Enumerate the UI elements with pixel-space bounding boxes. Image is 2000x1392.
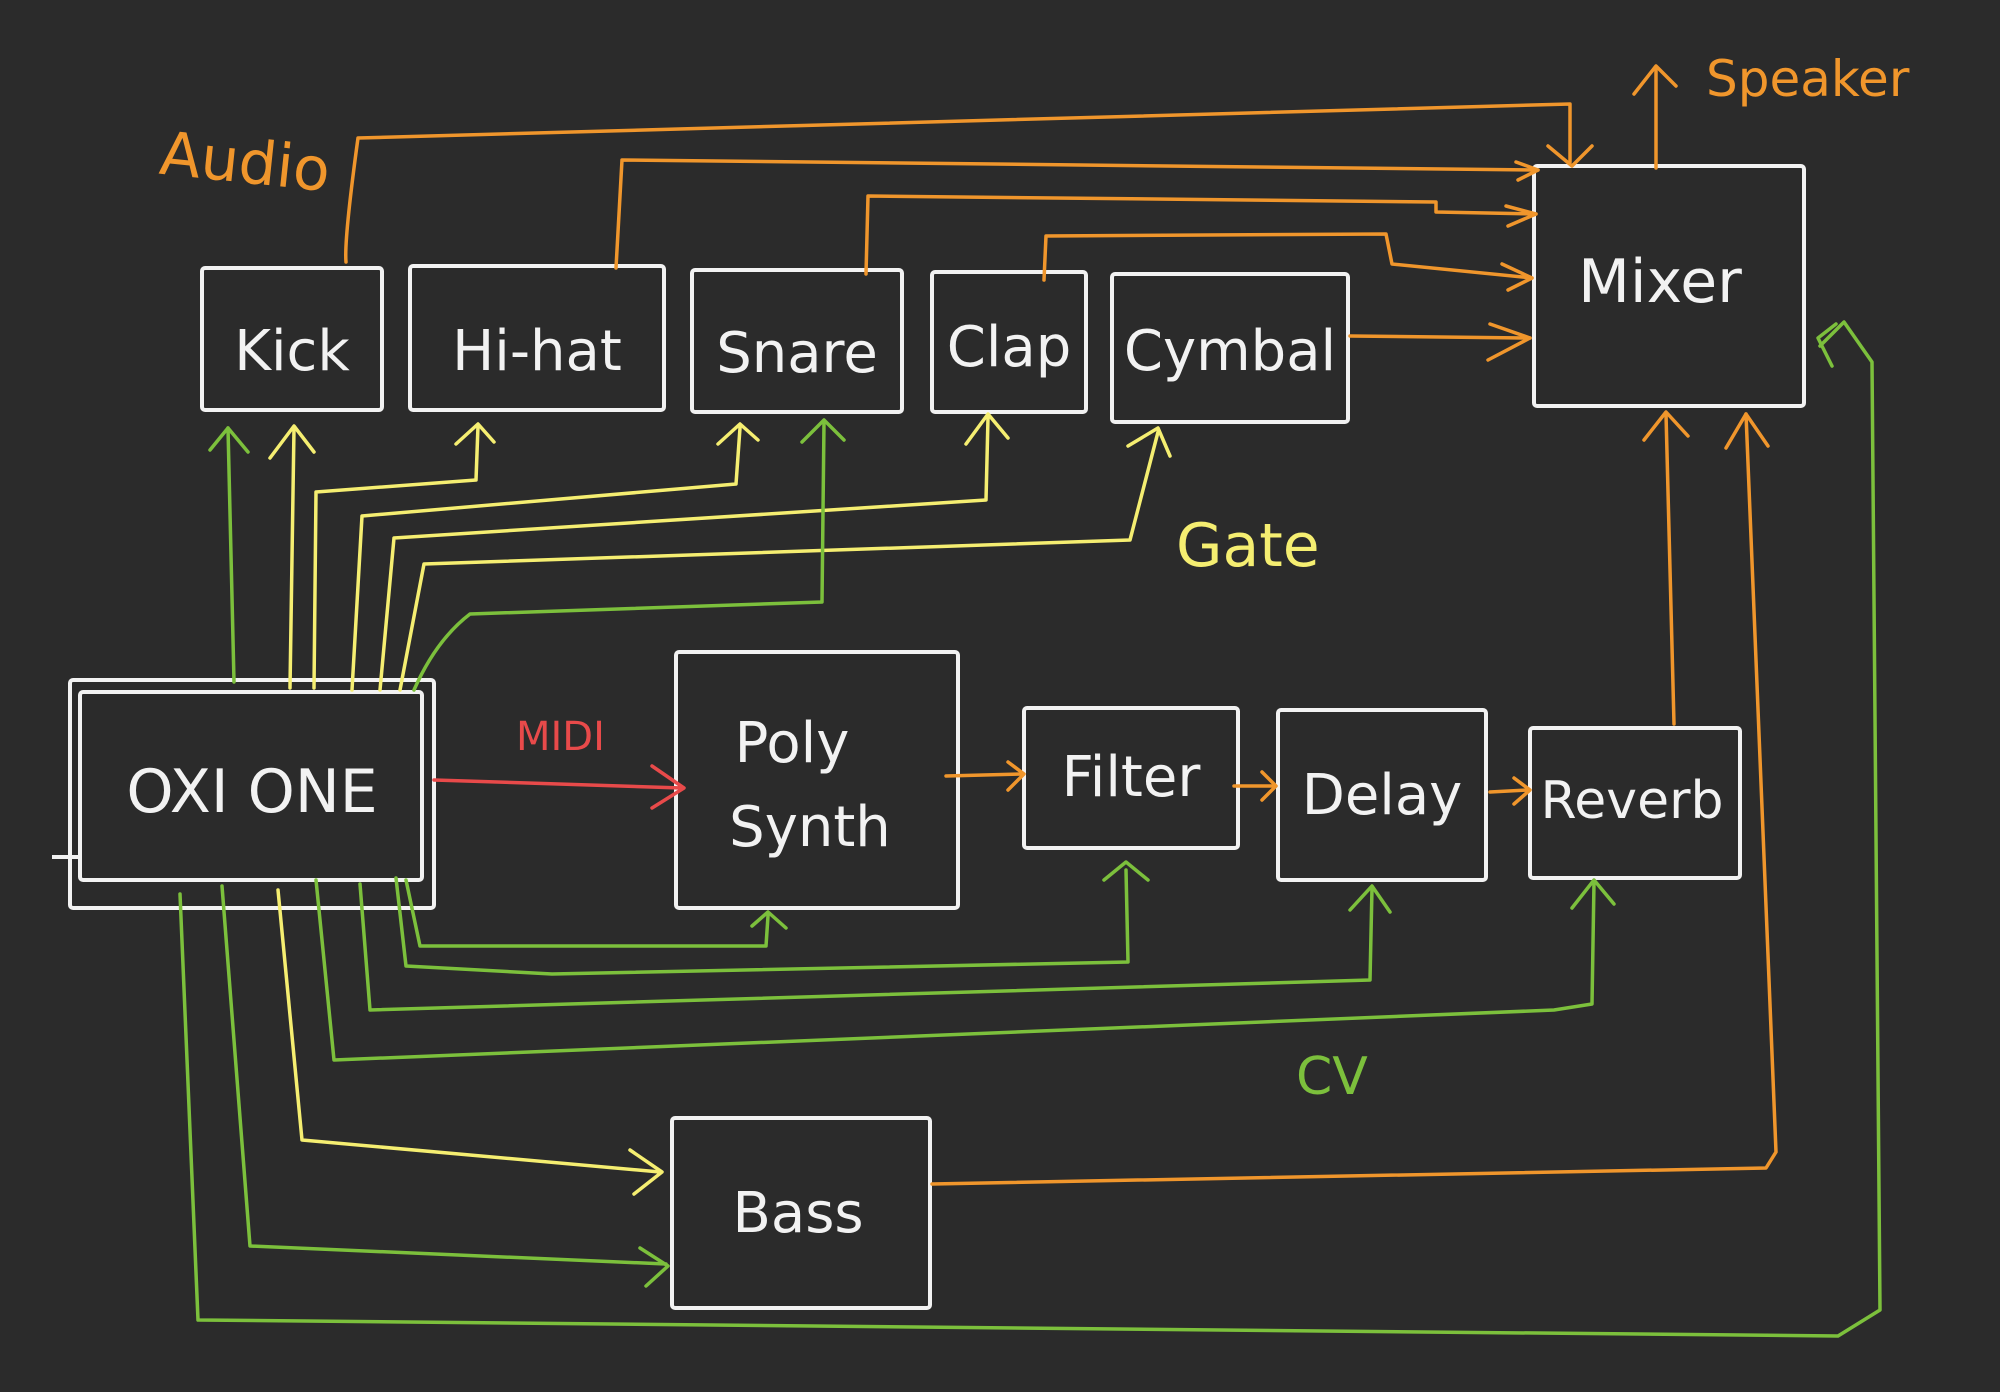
- audio-clap-to-mixer: [1042, 232, 1534, 282]
- audio-reverb-to-mixer: [1664, 412, 1676, 726]
- gate-to-kick: [288, 426, 296, 690]
- module-clap: Clap: [930, 270, 1088, 414]
- audio-kick-to-mixer: [344, 102, 1572, 264]
- audio-cymbal-to-mixer: [1348, 334, 1532, 340]
- audio-arrowhead: [1642, 410, 1690, 442]
- cv-connections: [178, 320, 1882, 1338]
- gate-to-bass: [276, 888, 662, 1174]
- module-mixer: Mixer: [1532, 164, 1806, 408]
- gate-arrowhead: [628, 1148, 664, 1196]
- audio-delay-to-reverb: [1488, 788, 1530, 794]
- kick-label: Kick: [234, 319, 350, 384]
- audio-arrowhead: [1512, 776, 1532, 806]
- gate-to-cymbal: [398, 430, 1160, 692]
- module-snare: Snare: [690, 268, 904, 414]
- gate-to-snare: [350, 426, 742, 692]
- snare-label: Snare: [716, 321, 878, 386]
- poly-label-line2: Synth: [729, 795, 891, 860]
- audio-arrowhead: [1260, 770, 1278, 802]
- cv-to-filter: [394, 868, 1130, 976]
- midi-arrowhead: [650, 764, 686, 810]
- cv-legend-label: CV: [1296, 1047, 1368, 1107]
- audio-arrowhead: [1724, 412, 1770, 450]
- module-oxi-one: OXI ONE: [52, 678, 436, 910]
- audio-legend-label: Audio: [157, 119, 334, 206]
- cv-to-delay: [358, 882, 1374, 1012]
- audio-arrowhead: [1504, 204, 1538, 228]
- cv-arrowhead: [750, 910, 788, 930]
- cv-arrowhead: [208, 426, 250, 454]
- gate-arrowhead: [268, 424, 316, 460]
- midi-connection: [432, 764, 686, 810]
- gate-arrowhead: [716, 422, 760, 446]
- cv-arrowhead: [1570, 878, 1616, 910]
- gate-legend-label: Gate: [1176, 511, 1320, 581]
- speaker-label: Speaker: [1706, 50, 1910, 108]
- audio-connections: [344, 64, 1778, 1186]
- mixer-label: Mixer: [1578, 247, 1742, 317]
- module-poly-synth: Poly Synth: [674, 650, 960, 910]
- reverb-label: Reverb: [1541, 771, 1724, 831]
- audio-arrowhead: [1486, 322, 1532, 362]
- gate-arrowhead: [964, 412, 1010, 446]
- module-filter: Filter: [1022, 706, 1240, 850]
- audio-bass-to-mixer: [930, 412, 1778, 1186]
- gate-arrowhead: [454, 422, 496, 446]
- gate-to-hihat: [312, 424, 480, 690]
- audio-arrowhead: [1006, 760, 1026, 792]
- audio-arrowhead: [1500, 262, 1534, 292]
- filter-label: Filter: [1062, 745, 1202, 810]
- midi-label: MIDI: [516, 714, 605, 760]
- gate-arrowhead: [1126, 426, 1172, 458]
- audio-hihat-to-mixer: [614, 158, 1540, 270]
- bass-label: Bass: [732, 1181, 863, 1246]
- module-cymbal: Cymbal: [1110, 272, 1350, 424]
- audio-arrowhead: [1514, 160, 1540, 182]
- midi-oxi-to-poly: [432, 778, 684, 790]
- poly-label-line1: Poly: [735, 711, 850, 776]
- cv-arrowhead: [1102, 860, 1150, 882]
- module-kick: Kick: [200, 266, 384, 412]
- cv-to-poly: [404, 878, 770, 948]
- delay-label: Delay: [1302, 763, 1463, 828]
- gate-to-clap: [378, 416, 990, 692]
- audio-arrowhead: [1632, 64, 1678, 96]
- module-bass: Bass: [670, 1116, 932, 1310]
- cv-to-bass: [220, 884, 668, 1266]
- module-reverb: Reverb: [1528, 726, 1742, 880]
- audio-arrowhead: [1546, 144, 1594, 168]
- gate-connections: [268, 412, 1172, 1196]
- oxi-one-label: OXI ONE: [126, 757, 377, 827]
- cv-arrowhead: [638, 1246, 670, 1288]
- cv-arrowhead: [1816, 322, 1838, 368]
- hihat-label: Hi-hat: [452, 319, 622, 384]
- cv-to-kick: [226, 426, 236, 684]
- clap-label: Clap: [947, 315, 1072, 380]
- cv-to-mixer: [178, 320, 1882, 1338]
- cv-to-reverb: [314, 878, 1596, 1062]
- cv-arrowhead: [1348, 884, 1392, 914]
- cv-to-snare: [412, 420, 826, 692]
- audio-snare-to-mixer: [864, 194, 1538, 276]
- module-delay: Delay: [1276, 708, 1488, 882]
- module-hihat: Hi-hat: [408, 264, 666, 412]
- cymbal-label: Cymbal: [1124, 319, 1336, 384]
- audio-poly-to-filter: [944, 772, 1024, 778]
- cv-arrowhead: [800, 418, 846, 444]
